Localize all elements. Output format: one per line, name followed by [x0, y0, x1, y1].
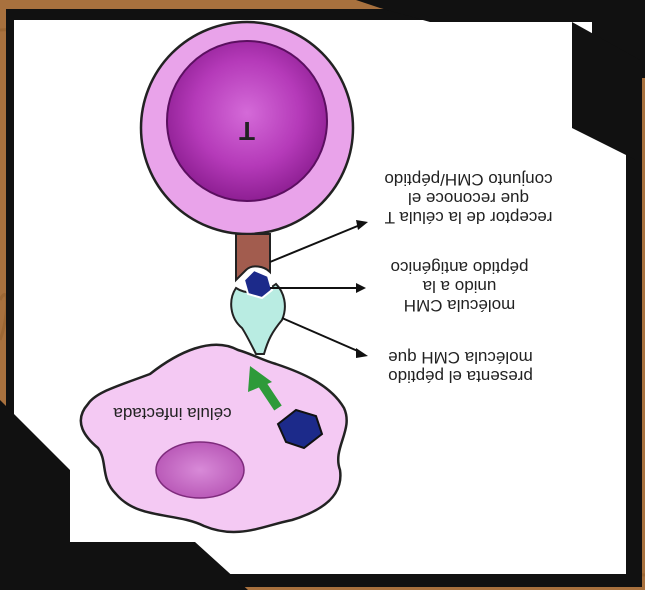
tcr-label-line-1: receptor de la célula T [366, 208, 571, 227]
tcr-label-line-3: conjunto CMH/péptido [366, 170, 571, 189]
tcr-label: receptor de la célula T que reconoce el … [366, 170, 571, 227]
mhc-presenting-label: presenta el péptido molécula CMH que [368, 348, 553, 386]
mhc-peptide-label-line-3: péptido antigénico [372, 258, 547, 277]
mhc-peptide-label: molécula CMH unido a la péptido antigéni… [372, 258, 547, 315]
mhc-presenting-label-line-1: presenta el péptido [368, 367, 553, 386]
mhc-presenting-label-line-2: molécula CMH que [368, 348, 553, 367]
mhc-peptide-label-line-1: molécula CMH [372, 296, 547, 315]
nucleus [156, 442, 244, 498]
tcr-label-line-2: que reconoce el [366, 189, 571, 208]
mhc-peptide-label-line-2: unido a la [372, 277, 547, 296]
infected-cell-label: célula infectada [100, 404, 245, 423]
t-cell-label: T [232, 117, 262, 145]
